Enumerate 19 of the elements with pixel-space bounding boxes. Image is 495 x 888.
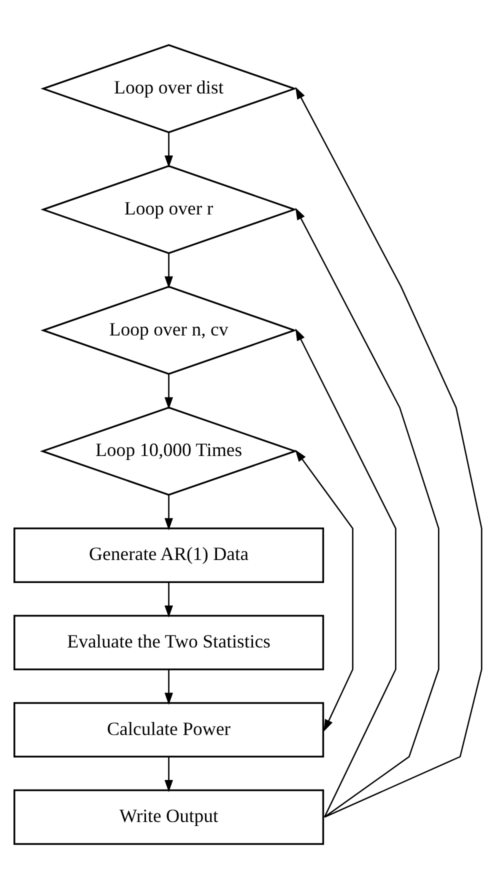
arrow (294, 449, 353, 732)
node-diamond: Loop over n, cv (40, 285, 296, 374)
node-box: Generate AR(1) Data (13, 527, 324, 582)
node-diamond: Loop 10,000 Times (39, 406, 298, 496)
node-diamond: Loop over r (40, 164, 296, 254)
node-diamond: Loop over dist (40, 44, 296, 133)
arrow (164, 582, 173, 618)
arrow (164, 374, 173, 409)
node-box: Evaluate the Two Statistics (13, 614, 324, 670)
arrow (164, 669, 173, 704)
arrow (164, 132, 173, 168)
arrow (294, 86, 482, 818)
node-box: Calculate Power (13, 702, 324, 758)
arrow (294, 207, 439, 818)
arrow (164, 494, 173, 530)
arrow (164, 756, 173, 792)
arrow (164, 253, 173, 288)
arrow (294, 328, 396, 817)
node-box: Write Output (13, 788, 324, 844)
